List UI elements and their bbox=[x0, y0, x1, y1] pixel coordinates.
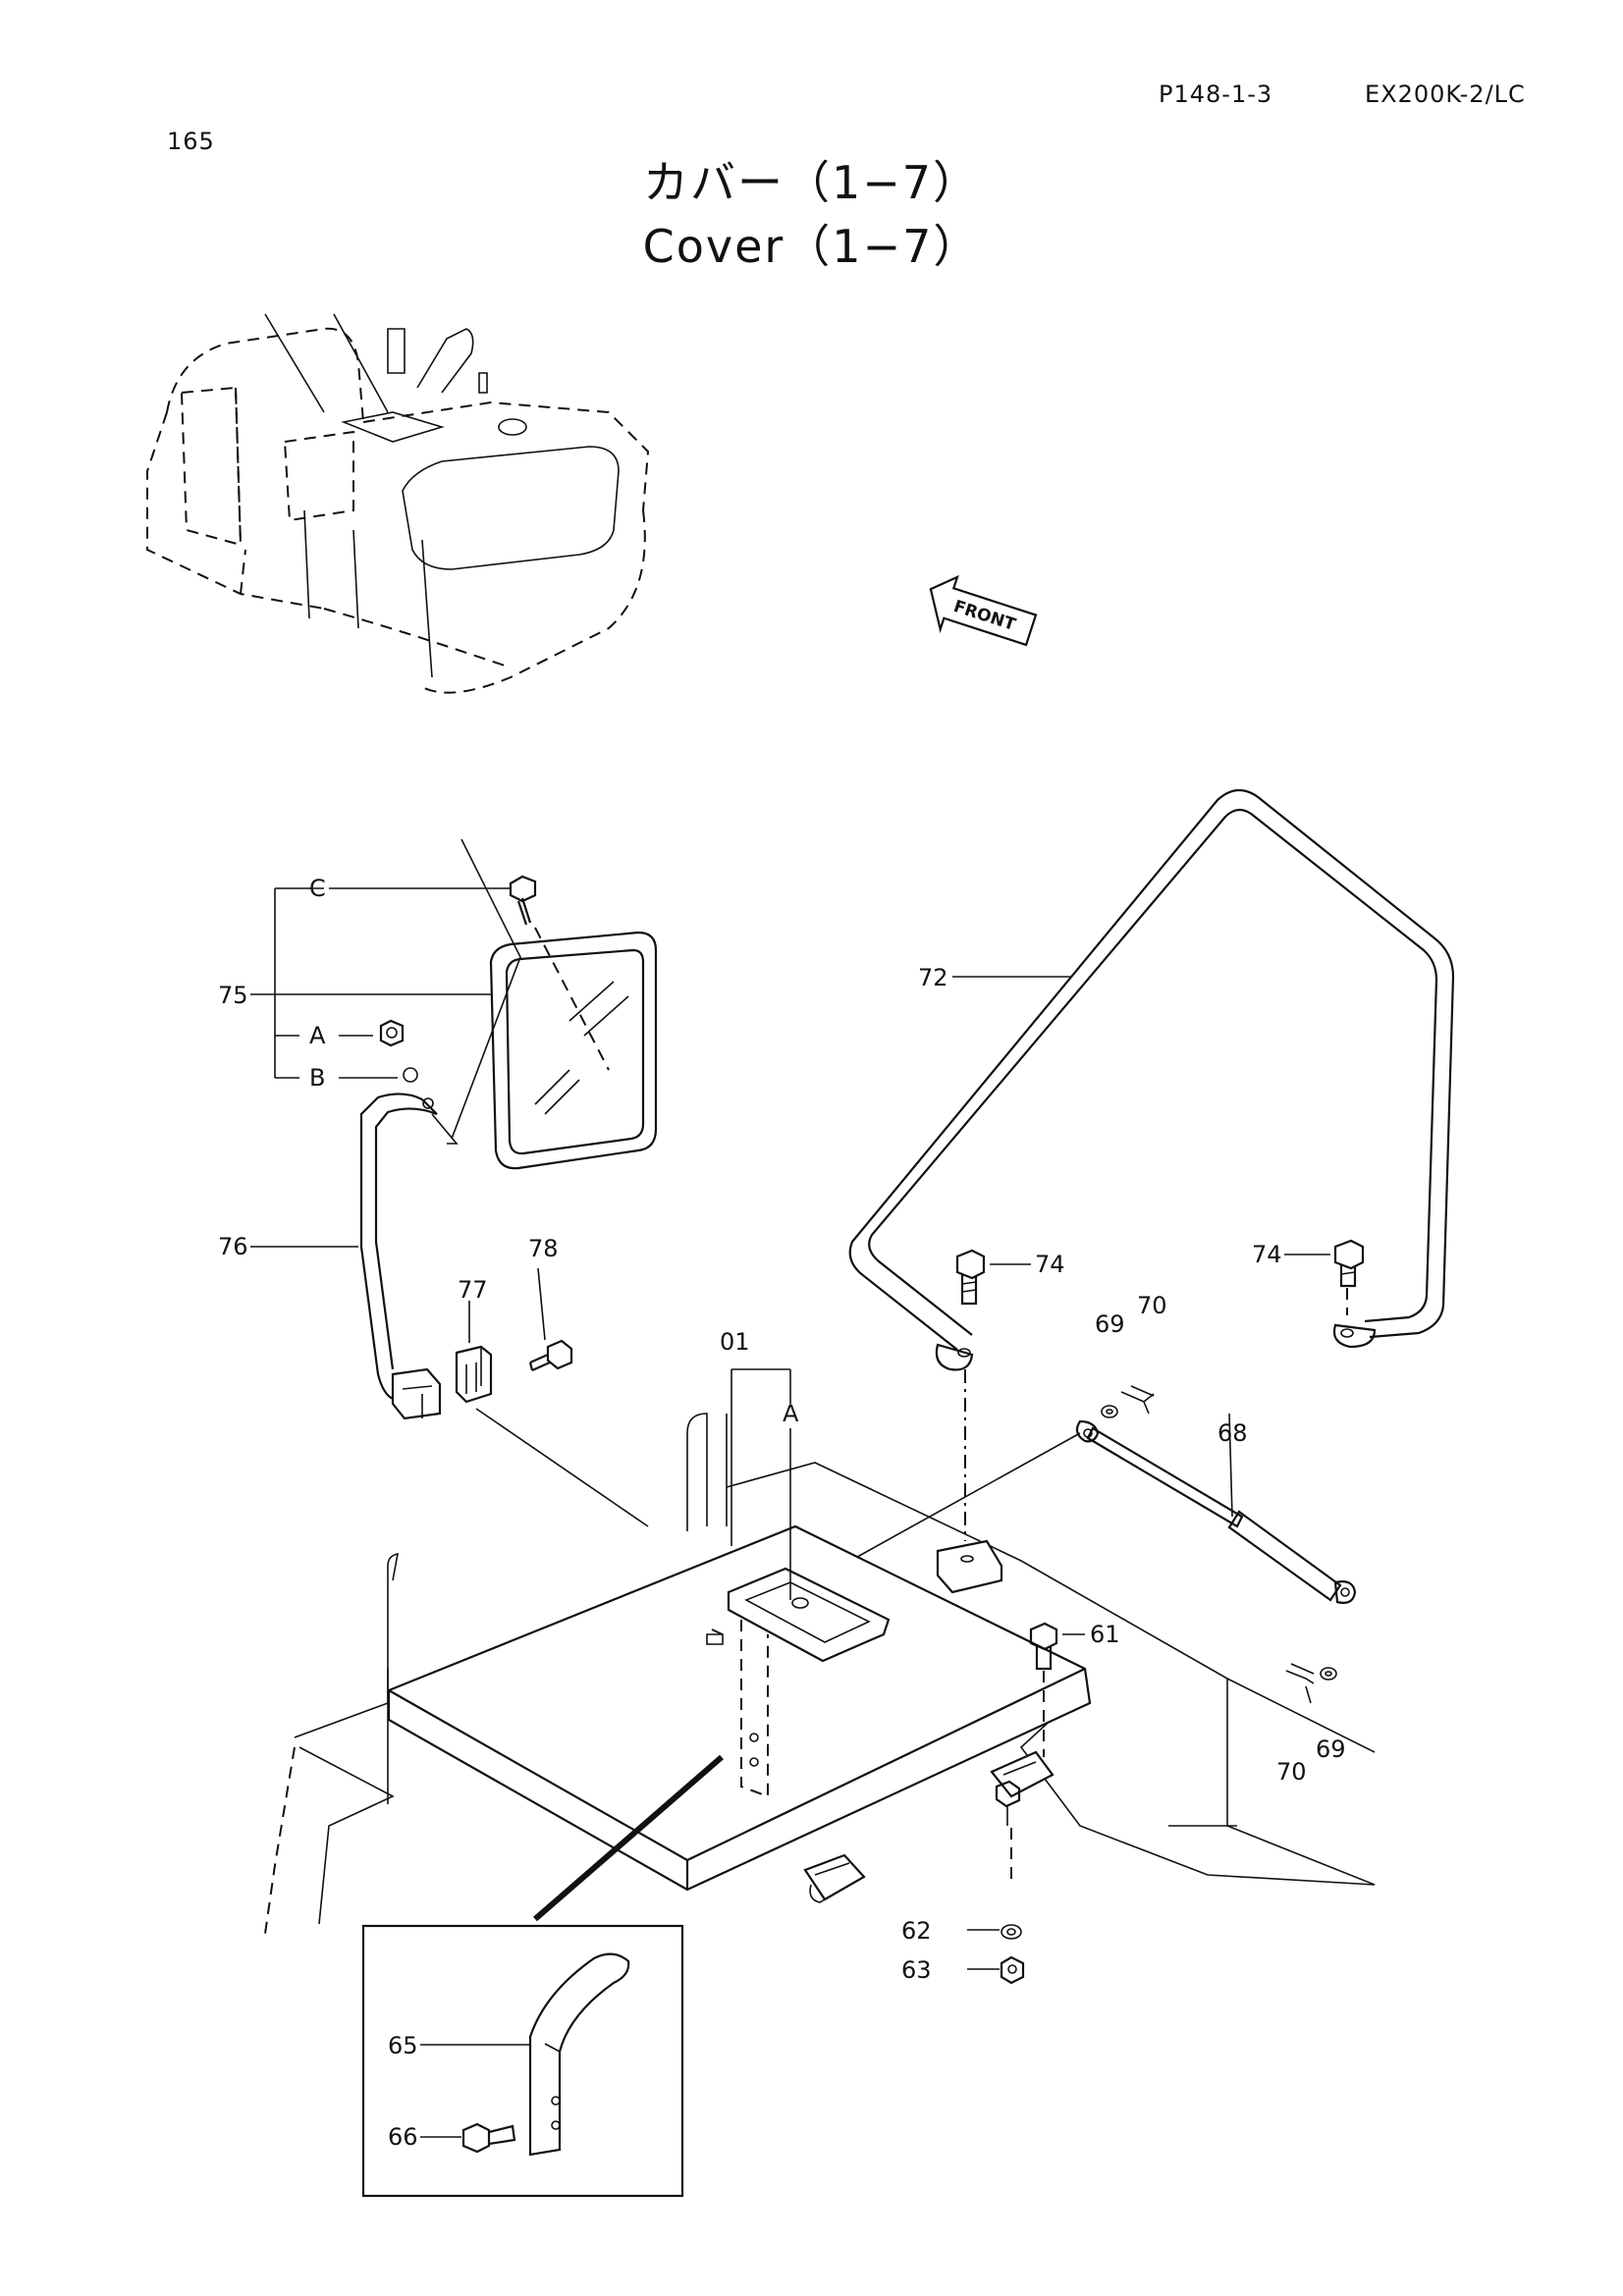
machine-overview-illustration bbox=[146, 313, 650, 694]
page-number: 165 bbox=[167, 128, 215, 155]
callout-77: 77 bbox=[458, 1276, 488, 1304]
cover-panel-assembly bbox=[264, 1368, 1376, 1985]
gas-spring-assembly bbox=[814, 1385, 1357, 1704]
mirror-assembly bbox=[250, 838, 658, 1527]
part-code: P148-1-3 bbox=[1159, 80, 1273, 108]
detail-box bbox=[361, 1924, 684, 2198]
callout-70-top: 70 bbox=[1137, 1292, 1167, 1319]
model-code: EX200K-2/LC bbox=[1365, 80, 1526, 108]
callout-76: 76 bbox=[218, 1233, 248, 1260]
callout-A: A bbox=[309, 1022, 326, 1049]
callout-65: 65 bbox=[388, 2032, 418, 2059]
callout-75: 75 bbox=[218, 982, 248, 1009]
callout-leaders bbox=[250, 976, 1330, 2138]
callout-78: 78 bbox=[528, 1235, 559, 1262]
callout-69-top: 69 bbox=[1095, 1310, 1125, 1338]
callout-61: 61 bbox=[1090, 1621, 1120, 1648]
callout-C: C bbox=[309, 875, 326, 902]
callout-01: 01 bbox=[720, 1328, 750, 1356]
callout-62: 62 bbox=[901, 1917, 932, 1945]
callout-B: B bbox=[309, 1064, 325, 1092]
grab-rail-assembly bbox=[848, 788, 1455, 1541]
callout-74-left: 74 bbox=[1035, 1251, 1065, 1278]
callout-70-bottom: 70 bbox=[1276, 1758, 1307, 1786]
callout-74-right: 74 bbox=[1252, 1241, 1282, 1268]
callout-01-A: A bbox=[783, 1400, 799, 1427]
front-arrow-icon: FRONT bbox=[929, 574, 1038, 647]
callout-63: 63 bbox=[901, 1956, 932, 1984]
callout-69-bottom: 69 bbox=[1316, 1735, 1346, 1763]
title-japanese: カバー（1−7） bbox=[642, 156, 981, 209]
callout-66: 66 bbox=[388, 2123, 418, 2151]
title-english: Cover（1−7） bbox=[642, 220, 981, 273]
callout-72: 72 bbox=[918, 964, 948, 991]
callout-68: 68 bbox=[1217, 1419, 1248, 1447]
